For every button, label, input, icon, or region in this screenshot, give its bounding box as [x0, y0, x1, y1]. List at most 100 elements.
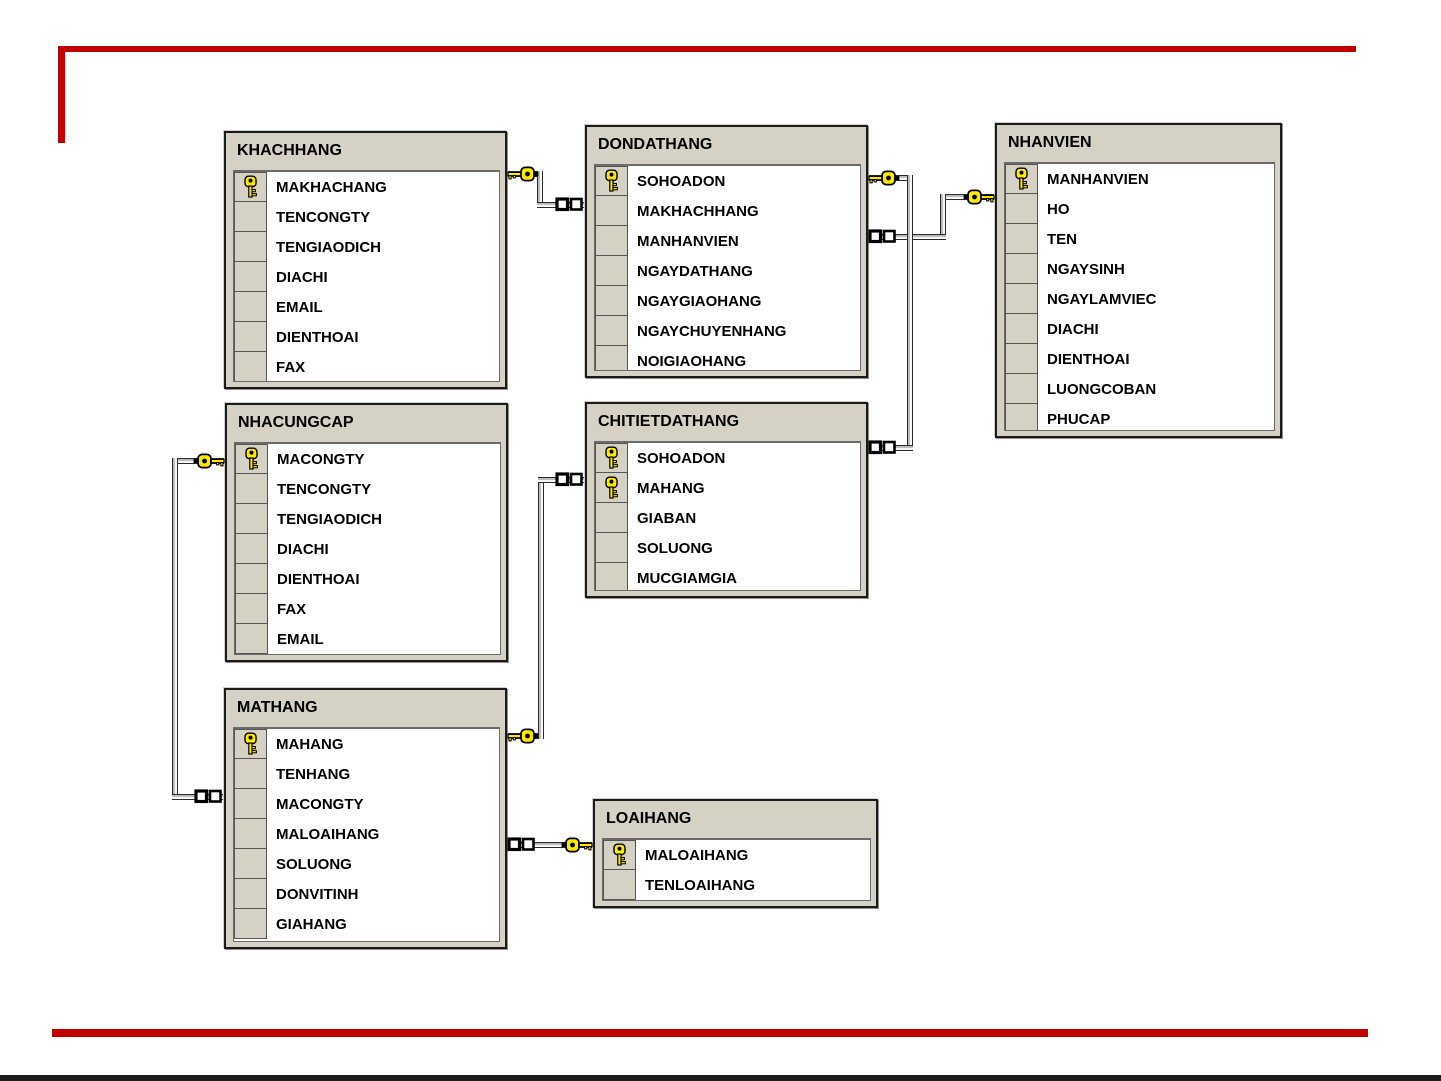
field-row-luongcoban[interactable]: LUONGCOBAN — [1005, 374, 1274, 404]
table-khachhang[interactable]: KHACHHANG MAKHACHANG TENCONGTY TENGIAODI… — [224, 131, 507, 389]
table-grid: MACONGTY TENCONGTY TENGIAODICH DIACHI DI… — [234, 442, 501, 655]
field-name: LUONGCOBAN — [1047, 380, 1157, 398]
key-cell — [1005, 374, 1038, 404]
many-side-infinity-icon — [868, 440, 898, 455]
field-row-diachi[interactable]: DIACHI — [235, 534, 500, 564]
field-row-makhachang[interactable]: MAKHACHANG — [234, 172, 499, 202]
field-row-manhanvien[interactable]: MANHANVIEN — [1005, 164, 1274, 194]
field-name: MAHANG — [637, 479, 705, 497]
field-row-ho[interactable]: HO — [1005, 194, 1274, 224]
field-name: MACONGTY — [277, 450, 365, 468]
field-row-giahang[interactable]: GIAHANG — [234, 909, 499, 939]
field-row-dienthoai[interactable]: DIENTHOAI — [235, 564, 500, 594]
key-cell — [234, 232, 267, 262]
field-row-makhachhang[interactable]: MAKHACHHANG — [595, 196, 860, 226]
relation-line-dondathang-chitietdathang[interactable] — [907, 175, 913, 451]
field-row-giaban[interactable]: GIABAN — [595, 503, 860, 533]
field-row-manhanvien[interactable]: MANHANVIEN — [595, 226, 860, 256]
field-row-tencongty[interactable]: TENCONGTY — [235, 474, 500, 504]
field-row-tengiaodich[interactable]: TENGIAODICH — [234, 232, 499, 262]
field-row-tencongty[interactable]: TENCONGTY — [234, 202, 499, 232]
field-row-fax[interactable]: FAX — [235, 594, 500, 624]
table-mathang[interactable]: MATHANG MAHANG TENHANG MACONGTY MALOAIHA… — [224, 688, 507, 949]
field-row-tenloaihang[interactable]: TENLOAIHANG — [603, 870, 870, 900]
field-row-email[interactable]: EMAIL — [234, 292, 499, 322]
key-cell — [595, 503, 628, 533]
field-row-tengiaodich[interactable]: TENGIAODICH — [235, 504, 500, 534]
table-nhanvien[interactable]: NHANVIEN MANHANVIEN HO TEN NGAYSINH NGAY… — [995, 123, 1282, 438]
field-name: TENGIAODICH — [277, 510, 382, 528]
key-cell — [234, 879, 267, 909]
field-row-ngaysinh[interactable]: NGAYSINH — [1005, 254, 1274, 284]
key-cell — [234, 322, 267, 352]
field-row-maloaihang[interactable]: MALOAIHANG — [603, 840, 870, 870]
field-row-sohoadon[interactable]: SOHOADON — [595, 443, 860, 473]
field-name: GIABAN — [637, 509, 697, 527]
field-row-maloaihang[interactable]: MALOAIHANG — [234, 819, 499, 849]
field-name: DIACHI — [277, 540, 329, 558]
field-row-ngaychuyenhang[interactable]: NGAYCHUYENHANG — [595, 316, 860, 346]
table-title: KHACHHANG — [237, 142, 342, 159]
field-row-ngaylamviec[interactable]: NGAYLAMVIEC — [1005, 284, 1274, 314]
field-name: NGAYLAMVIEC — [1047, 290, 1157, 308]
one-side-key-icon — [507, 727, 539, 745]
field-row-fax[interactable]: FAX — [234, 352, 499, 381]
key-cell — [1005, 194, 1038, 224]
field-name: EMAIL — [277, 630, 324, 648]
field-row-dienthoai[interactable]: DIENTHOAI — [234, 322, 499, 352]
relation-line-mathang-chitietdathang[interactable] — [538, 477, 544, 739]
key-cell — [595, 563, 628, 590]
many-side-infinity-icon — [868, 229, 898, 244]
field-name: SOLUONG — [637, 539, 713, 557]
field-row-macongty[interactable]: MACONGTY — [235, 444, 500, 474]
field-row-diachi[interactable]: DIACHI — [234, 262, 499, 292]
field-row-soluong[interactable]: SOLUONG — [234, 849, 499, 879]
field-name: FAX — [276, 358, 306, 376]
field-row-phucap[interactable]: PHUCAP — [1005, 404, 1274, 430]
key-cell — [595, 196, 628, 226]
one-side-key-icon — [561, 836, 593, 854]
field-row-email[interactable]: EMAIL — [235, 624, 500, 654]
field-row-noigiaohang[interactable]: NOIGIAOHANG — [595, 346, 860, 370]
field-name: MAKHACHANG — [276, 178, 387, 196]
table-loaihang[interactable]: LOAIHANG MALOAIHANG TENLOAIHANG — [593, 799, 878, 908]
field-name: TEN — [1047, 230, 1077, 248]
field-row-donvitinh[interactable]: DONVITINH — [234, 879, 499, 909]
one-side-key-icon — [193, 452, 225, 470]
primary-key-icon — [603, 840, 636, 870]
key-cell — [235, 624, 268, 654]
field-name: MALOAIHANG — [276, 825, 380, 843]
key-cell — [234, 849, 267, 879]
field-row-soluong[interactable]: SOLUONG — [595, 533, 860, 563]
field-row-mahang[interactable]: MAHANG — [234, 729, 499, 759]
field-row-sohoadon[interactable]: SOHOADON — [595, 166, 860, 196]
field-name: SOHOADON — [637, 172, 726, 190]
relation-line-nhanvien-dondathang[interactable] — [865, 234, 946, 240]
table-nhacungcap[interactable]: NHACUNGCAP MACONGTY TENCONGTY TENGIAODIC… — [225, 403, 508, 662]
field-row-diachi[interactable]: DIACHI — [1005, 314, 1274, 344]
field-row-mahang[interactable]: MAHANG — [595, 473, 860, 503]
key-cell — [235, 564, 268, 594]
relation-line-loaihang-mathang[interactable] — [504, 842, 596, 848]
relation-line-nhacungcap-mathang[interactable] — [172, 458, 178, 800]
field-row-macongty[interactable]: MACONGTY — [234, 789, 499, 819]
field-row-ten[interactable]: TEN — [1005, 224, 1274, 254]
key-cell — [234, 202, 267, 232]
relation-line-nhanvien-dondathang[interactable] — [940, 194, 946, 240]
field-name: NGAYSINH — [1047, 260, 1125, 278]
field-row-dienthoai[interactable]: DIENTHOAI — [1005, 344, 1274, 374]
many-side-infinity-icon — [194, 789, 224, 804]
field-row-ngaydathang[interactable]: NGAYDATHANG — [595, 256, 860, 286]
field-row-ngaygiaohang[interactable]: NGAYGIAOHANG — [595, 286, 860, 316]
key-cell — [1005, 284, 1038, 314]
table-chitietdathang[interactable]: CHITIETDATHANG SOHOADON MAHANG GIABAN SO… — [585, 402, 868, 598]
relation-line-khachhang-dondathang[interactable] — [537, 171, 543, 208]
field-row-mucgiamgia[interactable]: MUCGIAMGIA — [595, 563, 860, 590]
key-cell — [234, 352, 267, 381]
field-row-tenhang[interactable]: TENHANG — [234, 759, 499, 789]
bottom-accent-rule — [52, 1029, 1368, 1037]
table-dondathang[interactable]: DONDATHANG SOHOADON MAKHACHHANG MANHANVI… — [585, 125, 868, 378]
key-cell — [595, 533, 628, 563]
field-name: NOIGIAOHANG — [637, 352, 747, 370]
